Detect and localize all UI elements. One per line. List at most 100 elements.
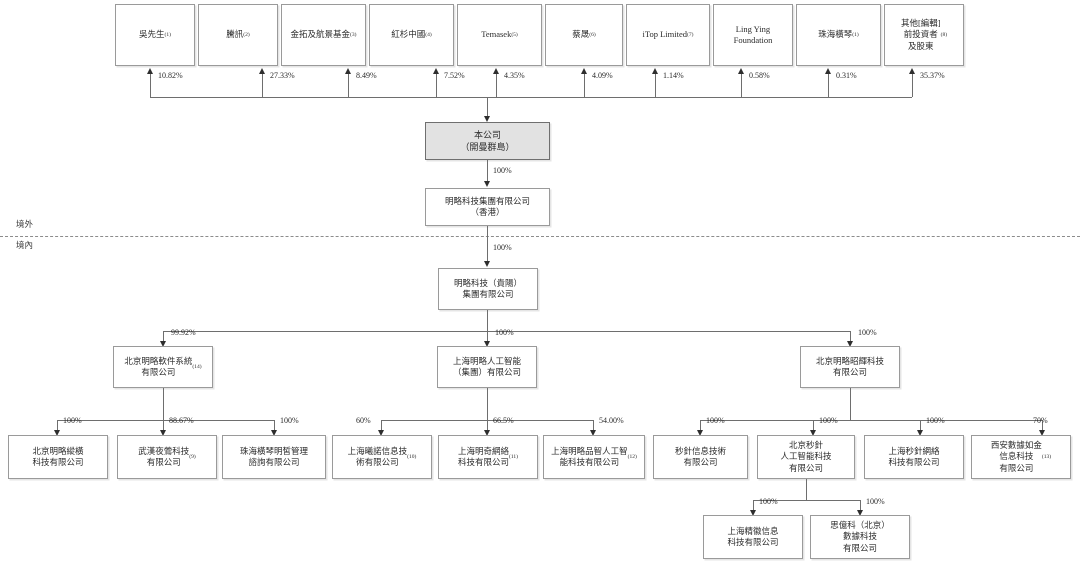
percent-level5-0: 100% (63, 416, 82, 425)
level5-box-8: 上海秒針網絡 科技有限公司 (864, 435, 964, 479)
level5-box-3: 上海曦諾信息技 術有限公司(10) (332, 435, 432, 479)
connector-shareholder-2 (348, 73, 349, 97)
connector-bus-to-main (487, 97, 488, 120)
connector-main-to-hk (487, 160, 488, 184)
percent-level5-8: 100% (926, 416, 945, 425)
arrow-level5-1 (159, 430, 166, 436)
level5-label-0: 北京明略縱橫 科技有限公司 (32, 445, 84, 467)
connector-shareholder-9 (912, 73, 913, 97)
percent-level5-9: 70% (1033, 416, 1048, 425)
connector-level6-0 (753, 500, 754, 514)
percent-shareholder-1: 27.33% (270, 71, 295, 80)
shareholder-label-4: Temasek (481, 29, 512, 40)
jurisdiction-onshore-label: 境內 (16, 240, 34, 250)
connector-shareholder-7 (741, 73, 742, 97)
arrow-shareholder-5 (580, 68, 587, 74)
percent-level5-1: 88.67% (169, 416, 194, 425)
connector-shareholder-8 (828, 73, 829, 97)
shareholder-bus-line (150, 97, 912, 98)
level5-label-2: 珠海橫琴明皙管理 諮詢有限公司 (239, 445, 308, 467)
level5-box-6: 秒針信息技術 有限公司 (653, 435, 748, 479)
level4-box-2: 北京明略昭輝科技 有限公司 (800, 346, 900, 388)
connector-level5-0 (57, 420, 58, 434)
percent-shareholder-3: 7.52% (444, 71, 465, 80)
connector-guiyang-down (487, 310, 488, 331)
level6-label-0: 上海精徽信息 科技有限公司 (727, 525, 779, 547)
percent-level4-1: 100% (495, 328, 514, 337)
connector-level5-4 (487, 420, 488, 434)
percent-shareholder-6: 1.14% (663, 71, 684, 80)
level3-label: 明略科技（貴陽） 集團有限公司 (453, 277, 522, 299)
connector-level5-8 (920, 420, 921, 434)
percent-shareholder-0: 10.82% (158, 71, 183, 80)
level5-label-7: 北京秒針 人工智能科技 有限公司 (780, 439, 832, 473)
connector-groupB-down (487, 388, 488, 420)
arrow-level5-6 (696, 430, 703, 436)
arrow-level5-2 (270, 430, 277, 436)
level5-label-9: 西安數據如金 信息科技 有限公司 (990, 439, 1042, 473)
level5-label-5: 上海明略品智人工智 能科技有限公司 (551, 445, 628, 467)
level5-box-5: 上海明略品智人工智 能科技有限公司(12) (543, 435, 645, 479)
level6-box-1: 思億科（北京） 數據科技 有限公司 (810, 515, 910, 559)
arrow-shareholder-3 (432, 68, 439, 74)
arrow-level5-3 (377, 430, 384, 436)
level5-box-2: 珠海橫琴明皙管理 諮詢有限公司 (222, 435, 326, 479)
shareholder-label-6: iTop Limited (642, 29, 688, 40)
connector-level5-7 (813, 420, 814, 434)
level4-label-2: 北京明略昭輝科技 有限公司 (815, 355, 884, 377)
shareholder-label-9: 其他[編輯] 前投資者 及股東 (900, 17, 941, 51)
shareholder-label-3: 紅杉中國 (391, 29, 426, 40)
level5-label-6: 秒針信息技術 有限公司 (674, 445, 726, 467)
jurisdiction-divider (0, 236, 1080, 237)
jurisdiction-offshore-label: 境外 (16, 219, 34, 229)
arrow-shareholder-6 (651, 68, 658, 74)
arrow-shareholder-0 (146, 68, 153, 74)
arrow-shareholder-1 (258, 68, 265, 74)
level5-box-9: 西安數據如金 信息科技 有限公司(13) (971, 435, 1071, 479)
main-company-label: 本公司 （開曼群島） (460, 129, 515, 152)
percent-level5-3: 60% (356, 416, 371, 425)
percent-shareholder-4: 4.35% (504, 71, 525, 80)
percent-level4-0: 99.92% (171, 328, 196, 337)
arrow-level5-8 (916, 430, 923, 436)
shareholder-box-8: 珠海橫琴(1) (796, 4, 881, 66)
connector-groupA-down (163, 388, 164, 420)
shareholder-label-1: 騰訊 (226, 29, 244, 40)
arrow-shareholder-4 (492, 68, 499, 74)
arrow-level5-0 (53, 430, 60, 436)
percent-shareholder-7: 0.58% (749, 71, 770, 80)
shareholder-box-7: Ling Ying Foundation (713, 4, 793, 66)
arrow-shareholder-9 (908, 68, 915, 74)
arrow-level6-1 (856, 510, 863, 516)
shareholder-label-2: 金拓及航景基金 (290, 29, 351, 40)
connector-level6-1 (860, 500, 861, 514)
connector-shareholder-6 (655, 73, 656, 97)
percent-main-to-hk: 100% (493, 166, 512, 175)
level5-box-1: 武漢夜鶯科技 有限公司(9) (117, 435, 217, 479)
level6-box-0: 上海精徽信息 科技有限公司 (703, 515, 803, 559)
percent-level5-6: 100% (706, 416, 725, 425)
shareholder-box-5: 蔡晟(6) (545, 4, 623, 66)
level3-box: 明略科技（貴陽） 集團有限公司 (438, 268, 538, 310)
arrow-level4-1 (483, 341, 490, 347)
percent-level5-2: 100% (280, 416, 299, 425)
percent-shareholder-2: 8.49% (356, 71, 377, 80)
level4-label-0: 北京明略軟件系統 有限公司 (124, 355, 193, 377)
connector-shareholder-1 (262, 73, 263, 97)
connector-shareholder-0 (150, 73, 151, 97)
shareholder-box-6: iTop Limited(7) (626, 4, 710, 66)
arrow-shareholder-8 (824, 68, 831, 74)
shareholder-label-5: 蔡晟 (572, 29, 590, 40)
arrow-level4-2 (846, 341, 853, 347)
arrow-level4-0 (159, 341, 166, 347)
level6-label-1: 思億科（北京） 數據科技 有限公司 (830, 519, 890, 553)
arrow-level5-7 (809, 430, 816, 436)
level2-label: 明略科技集團有限公司 （香港） (444, 195, 530, 217)
connector-level5-9 (1042, 420, 1043, 434)
arrow-shareholder-7 (737, 68, 744, 74)
shareholder-label-7: Ling Ying Foundation (733, 23, 773, 45)
level5-label-8: 上海秒針網絡 科技有限公司 (888, 445, 940, 467)
shareholder-box-2: 金拓及航景基金(3) (281, 4, 366, 66)
connector-level5-1 (163, 420, 164, 434)
